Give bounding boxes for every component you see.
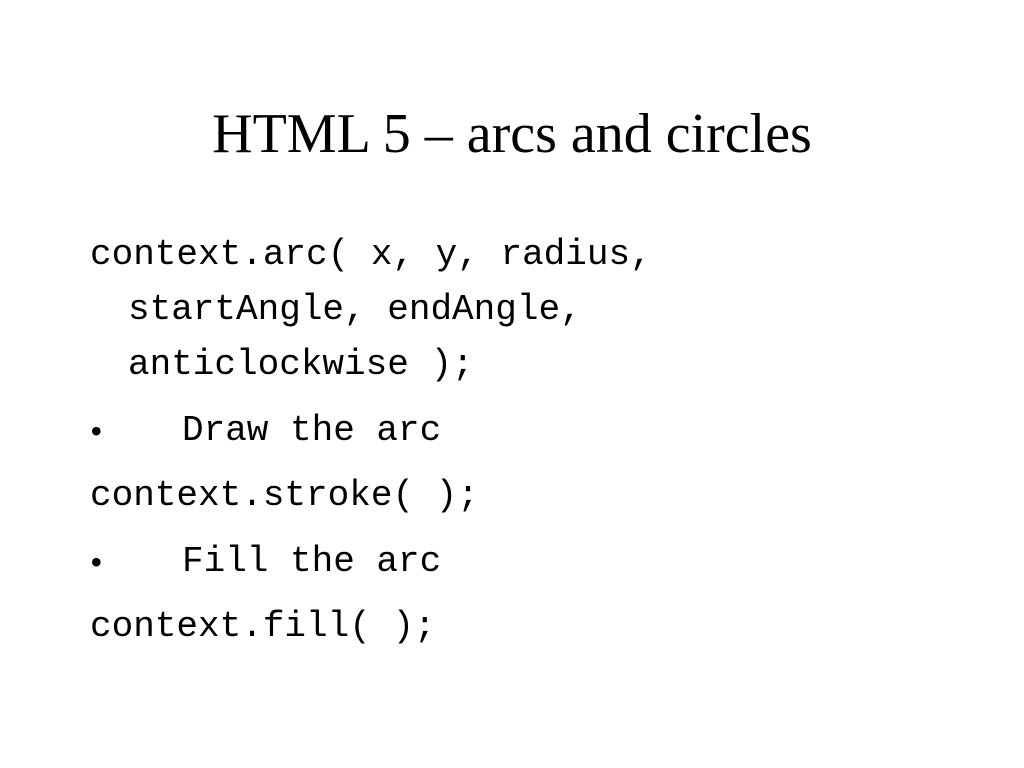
bullet-item-draw: • Draw the arc bbox=[90, 404, 441, 458]
code-line-arc-params: startAngle, endAngle, bbox=[128, 289, 582, 330]
bullet-icon: • bbox=[90, 542, 103, 582]
code-line-stroke: context.stroke( ); bbox=[90, 475, 479, 516]
slide-title: HTML 5 – arcs and circles bbox=[212, 103, 812, 165]
code-line-arc: context.arc( x, y, radius, bbox=[90, 234, 652, 275]
code-line-fill: context.fill( ); bbox=[90, 606, 436, 647]
bullet-text-draw: Draw the arc bbox=[182, 410, 442, 451]
code-line-arc-anticlockwise: anticlockwise ); bbox=[128, 344, 474, 385]
bullet-icon: • bbox=[90, 411, 103, 451]
bullet-item-fill: • Fill the arc bbox=[90, 535, 441, 589]
bullet-text-fill: Fill the arc bbox=[182, 541, 442, 582]
